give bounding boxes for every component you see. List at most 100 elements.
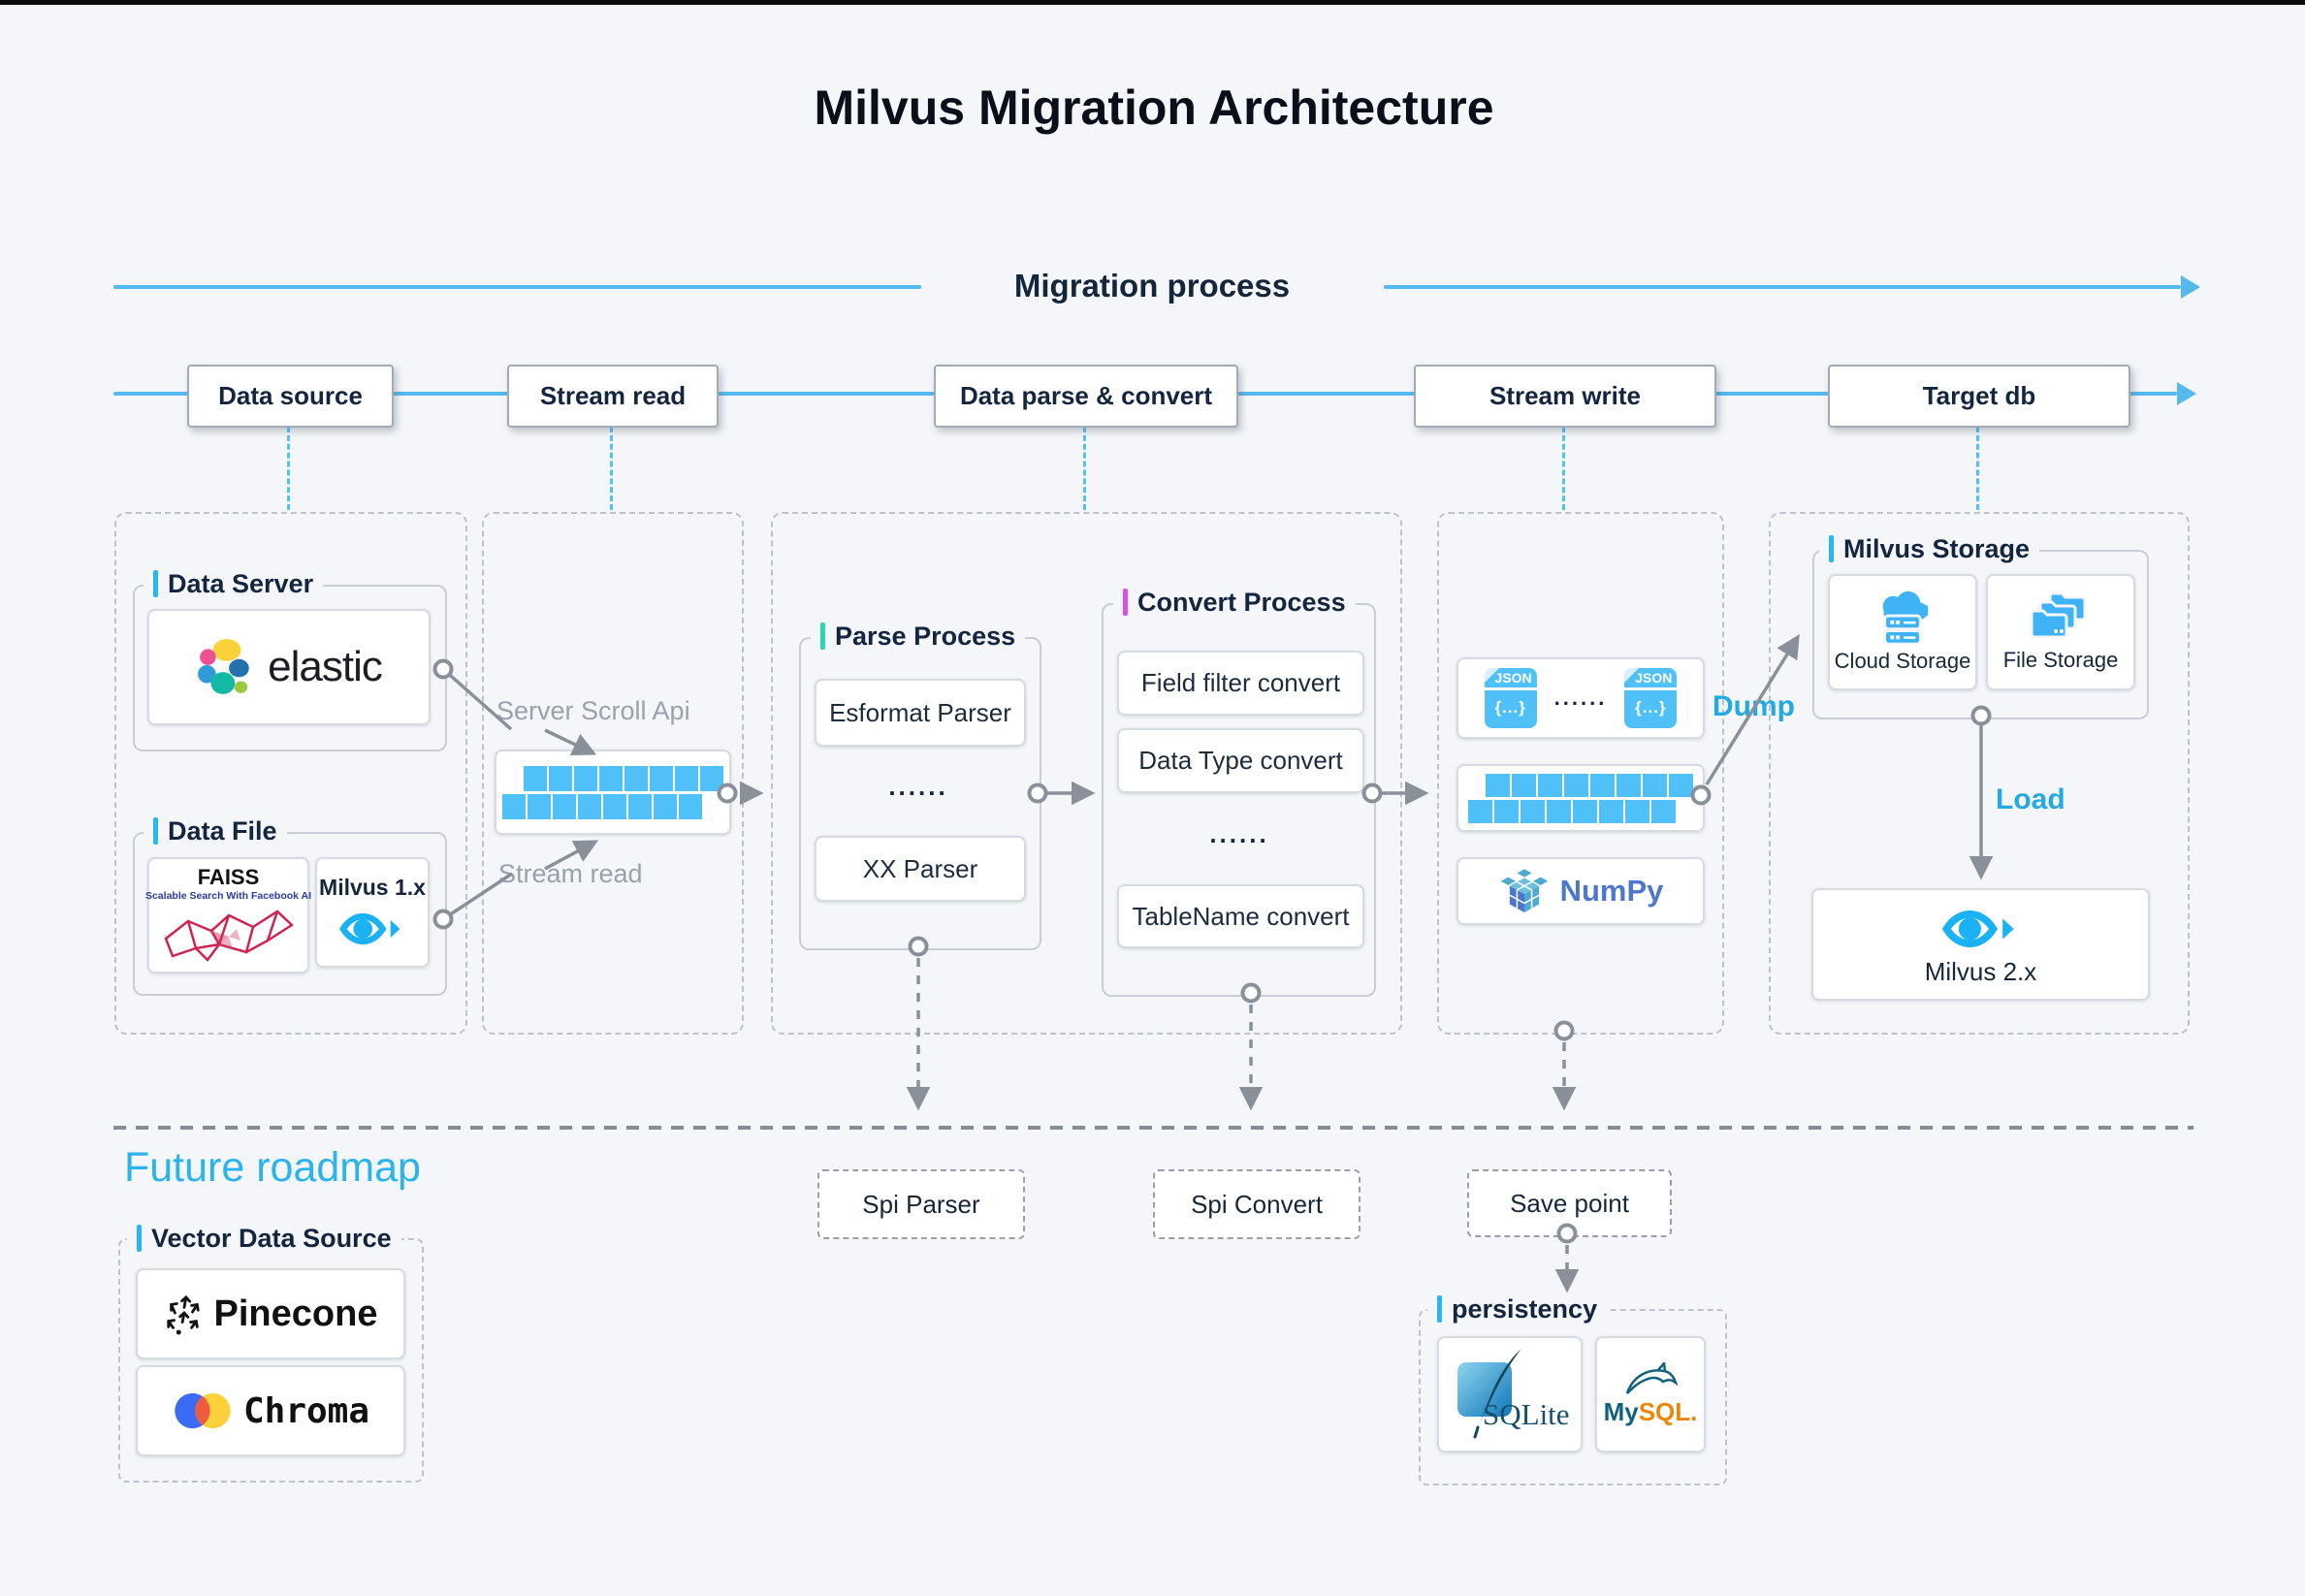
ring-save-point-bottom: [1556, 1223, 1578, 1244]
persistency-group-label: persistency: [1427, 1293, 1608, 1325]
elastic-wordmark: elastic: [268, 643, 383, 690]
pinecone-card: Pinecone: [136, 1268, 405, 1359]
parse-process-label: Parse Process: [835, 621, 1016, 651]
pinecone-wordmark: Pinecone: [213, 1293, 378, 1334]
buffer-bar-row: [502, 793, 723, 819]
connector-stream-write: [1562, 427, 1565, 510]
field-filter-convert-box: Field filter convert: [1117, 651, 1364, 716]
stage-target-db: Target db: [1828, 365, 2130, 428]
sqlite-logo-icon: [1457, 1349, 1521, 1439]
persistency-marker-bar: [1437, 1295, 1442, 1323]
json-file-type: JSON: [1624, 668, 1678, 690]
line-elastic-to-scroll-api: [441, 667, 513, 731]
milvus1-name: Milvus 1.x: [319, 874, 426, 900]
ring-parse-bottom: [908, 936, 929, 957]
file-storage-card: File Storage: [1986, 574, 2135, 690]
mysql-wordmark-sql: SQL.: [1638, 1396, 1698, 1426]
mysql-wordmark-my: My: [1603, 1396, 1639, 1426]
data-server-label: Data Server: [168, 568, 314, 598]
mysql-dolphin-icon: [1625, 1361, 1678, 1394]
ring-elastic: [432, 658, 454, 680]
ring-convert-bottom: [1240, 982, 1262, 1004]
spi-convert-box: Spi Convert: [1153, 1169, 1361, 1239]
convert-process-group-label: Convert Process: [1113, 587, 1356, 618]
stage-data-source-label: Data source: [218, 381, 363, 410]
future-roadmap-title: Future roadmap: [124, 1144, 421, 1191]
stage-data-parse-convert-label: Data parse & convert: [959, 381, 1213, 410]
numpy-wordmark: NumPy: [1559, 874, 1664, 908]
buffer-bar-row: [1468, 799, 1693, 823]
spi-parser-box: Spi Parser: [817, 1169, 1025, 1239]
faiss-network-icon: [164, 910, 293, 962]
milvus-storage-marker-bar: [1829, 535, 1834, 562]
json-fold-corner: [1624, 668, 1640, 683]
stage-stream-read-label: Stream read: [539, 381, 687, 410]
line-milvus1-to-stream-read: [442, 872, 513, 921]
stream-write-bars: [1468, 773, 1693, 823]
stage-stream-write-label: Stream write: [1489, 381, 1642, 410]
data-server-group-label: Data Server: [144, 568, 324, 599]
chroma-wordmark: Chroma: [242, 1390, 370, 1431]
future-roadmap-separator: [113, 1126, 2193, 1130]
json-file-icon: JSON {...}: [1484, 668, 1537, 728]
ring-stream-write-buffer: [1690, 784, 1712, 806]
faiss-name: FAISS: [197, 865, 260, 889]
top-black-bar: [0, 0, 2305, 5]
parse-process-group-label: Parse Process: [811, 621, 1026, 652]
json-file-icon: JSON {...}: [1624, 668, 1678, 728]
json-dots: ......: [1553, 686, 1608, 710]
sqlite-wordmark: SQLite: [1483, 1397, 1570, 1431]
convert-dots: ......: [1209, 819, 1269, 848]
stream-write-buffer: [1457, 764, 1705, 832]
ring-parse-right: [1027, 782, 1048, 804]
convert-process-marker-bar: [1123, 589, 1128, 616]
milvus-storage-group-label: Milvus Storage: [1819, 533, 2040, 564]
arrow-dump: [1705, 634, 1800, 785]
json-files-box: JSON {...} ...... JSON {...}: [1457, 657, 1705, 739]
convert-process-label: Convert Process: [1137, 587, 1346, 617]
vector-data-source-label: Vector Data Source: [151, 1223, 392, 1253]
data-file-marker-bar: [153, 817, 158, 845]
stage-stream-read: Stream read: [507, 365, 719, 428]
buffer-bar-row: [1486, 773, 1693, 797]
data-type-convert-box: Data Type convert: [1117, 728, 1364, 793]
elastic-logo-icon: [198, 639, 249, 694]
arrow-stream-read-to-buffer: [544, 840, 599, 871]
stream-buffer-bars: [502, 765, 723, 819]
connector-data-parse: [1083, 427, 1086, 510]
numpy-logo-icon: [1500, 869, 1548, 912]
chroma-card: Chroma: [136, 1365, 405, 1456]
esformat-parser-box: Esformat Parser: [815, 679, 1026, 747]
sqlite-card: SQLite: [1437, 1336, 1583, 1452]
parse-dots: ......: [888, 772, 948, 801]
milvus1-eye-icon: [339, 912, 400, 944]
data-server-marker-bar: [153, 570, 158, 597]
data-file-label: Data File: [168, 815, 277, 846]
numpy-card: NumPy: [1457, 857, 1705, 925]
connector-stream-read: [610, 427, 613, 510]
chroma-logo-icon: [175, 1392, 231, 1429]
ring-milvus-storage-bottom: [1970, 705, 1992, 726]
stage-flow-arrowhead-icon: [2177, 382, 2196, 405]
milvus2-eye-icon: [1941, 910, 2014, 947]
page-title: Milvus Migration Architecture: [814, 80, 1494, 135]
arrow-scroll-api-to-buffer: [544, 728, 597, 755]
xx-parser-label: XX Parser: [862, 853, 978, 883]
ring-convert-right: [1361, 782, 1383, 804]
spi-convert-label: Spi Convert: [1191, 1189, 1323, 1219]
column-target-db: [1769, 512, 2190, 1035]
buffer-bar-row: [524, 765, 723, 791]
milvus2-label: Milvus 2.x: [1924, 956, 2037, 986]
spi-parser-label: Spi Parser: [862, 1189, 980, 1219]
load-label: Load: [1996, 783, 2065, 815]
faiss-card: FAISS Scalable Search With Facebook AI: [145, 857, 311, 974]
stage-data-parse-convert: Data parse & convert: [934, 365, 1238, 428]
stage-stream-write: Stream write: [1414, 365, 1716, 428]
migration-process-line-right: [1384, 285, 2181, 289]
persistency-label: persistency: [1452, 1293, 1598, 1324]
migration-process-label: Migration process: [1013, 268, 1291, 303]
milvus2-card: Milvus 2.x: [1811, 888, 2150, 1001]
connector-target-db: [1976, 427, 1979, 510]
